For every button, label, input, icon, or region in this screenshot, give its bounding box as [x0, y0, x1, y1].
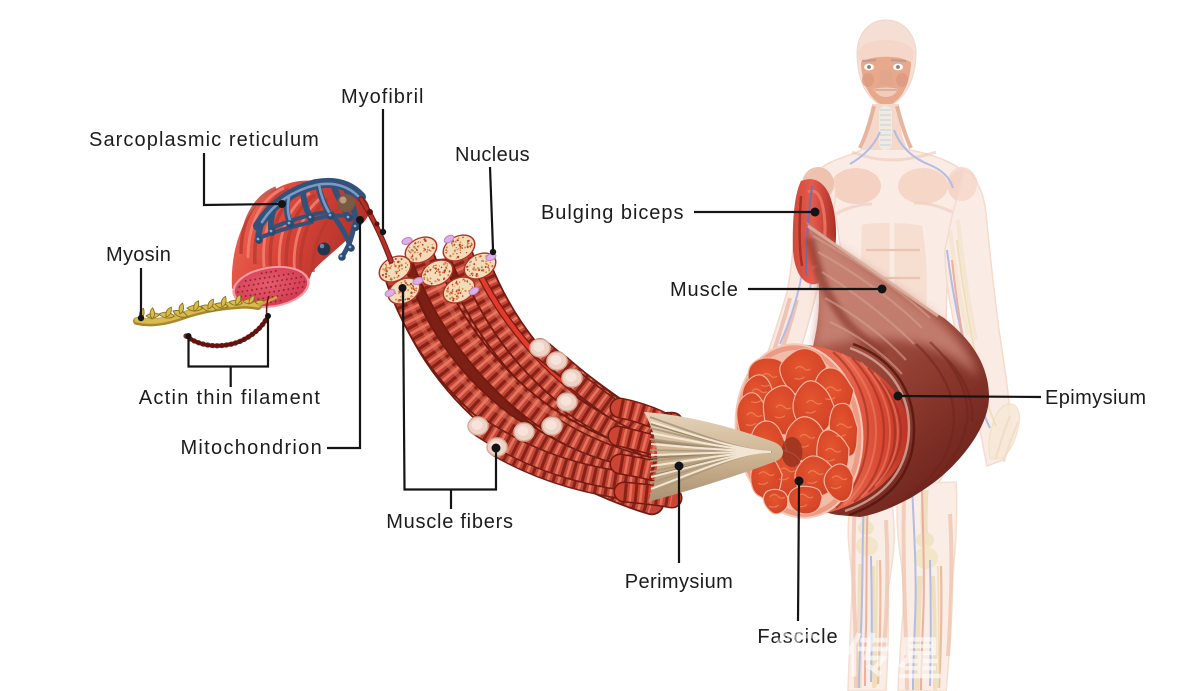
svg-text:Perimysium: Perimysium [625, 571, 733, 593]
svg-text:Actin thin filament: Actin thin filament [139, 387, 322, 409]
svg-text:Nucleus: Nucleus [455, 144, 530, 166]
svg-text:Epimysium: Epimysium [1045, 387, 1146, 409]
svg-text:Muscle fibers: Muscle fibers [386, 511, 514, 533]
svg-text:星: 星 [897, 633, 943, 685]
svg-text:Fascicle: Fascicle [757, 626, 838, 648]
svg-text:传: 传 [771, 626, 818, 678]
svg-text:传: 传 [844, 630, 891, 682]
svg-text:Mitochondrion: Mitochondrion [180, 437, 323, 459]
svg-text:Muscle: Muscle [670, 279, 739, 301]
svg-text:Myofibril: Myofibril [341, 86, 424, 108]
svg-text:Bulging biceps: Bulging biceps [541, 202, 684, 224]
svg-text:Sarcoplasmic reticulum: Sarcoplasmic reticulum [89, 129, 320, 151]
svg-text:Myosin: Myosin [106, 244, 171, 266]
